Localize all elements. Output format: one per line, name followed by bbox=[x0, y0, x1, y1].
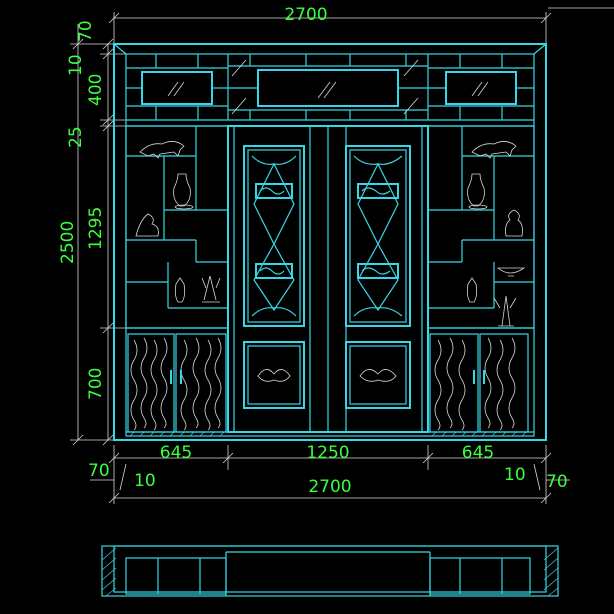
wood-grain bbox=[130, 337, 516, 431]
dim-right-inner-margin: 10 bbox=[504, 465, 526, 485]
right-cabinet-door[interactable] bbox=[429, 333, 479, 433]
vase-ornament-icon bbox=[173, 173, 191, 207]
right-display-shelves bbox=[427, 125, 535, 329]
left-cabinet-door[interactable] bbox=[175, 333, 227, 433]
carved-flower-icon bbox=[359, 369, 397, 382]
tiger-ornament-icon bbox=[139, 141, 185, 159]
dim-height-cabinet: 700 bbox=[86, 368, 106, 400]
carved-panel bbox=[357, 263, 399, 279]
dim-height-top-frame: 70 bbox=[76, 20, 96, 42]
dim-height-display: 1295 bbox=[86, 207, 106, 250]
glass-pane-right bbox=[445, 71, 517, 105]
small-vase-icon bbox=[174, 277, 186, 303]
carved-flower-icon bbox=[257, 369, 291, 382]
dim-right-outer-margin: 70 bbox=[546, 472, 568, 492]
carved-panel bbox=[255, 183, 293, 199]
lower-cabinets bbox=[127, 333, 529, 437]
lamp-ornament-icon bbox=[493, 295, 517, 327]
plan-wall-hatch bbox=[101, 547, 559, 597]
glass-pane-center bbox=[257, 69, 399, 107]
dim-bottom-width: 2700 bbox=[308, 477, 351, 497]
buddha-ornament-icon bbox=[505, 209, 523, 237]
right-cabinet-door[interactable] bbox=[479, 333, 529, 433]
dim-total-height: 2500 bbox=[58, 221, 78, 264]
dim-height-top-gap: 10 bbox=[66, 54, 86, 76]
center-doors bbox=[227, 125, 429, 433]
top-lattice-panel bbox=[126, 54, 534, 120]
small-vase-icon bbox=[466, 277, 478, 303]
bird-ornament-icon bbox=[135, 213, 159, 237]
dim-left-section: 645 bbox=[160, 443, 192, 463]
dim-center-section: 1250 bbox=[306, 443, 349, 463]
bowl-ornament-icon bbox=[496, 267, 526, 277]
carved-panel bbox=[357, 183, 399, 199]
glass-pane-left bbox=[141, 71, 213, 105]
dim-right-section: 645 bbox=[462, 443, 494, 463]
dimension-lines bbox=[70, 7, 614, 504]
plan-view bbox=[101, 545, 559, 597]
tiger-ornament-icon bbox=[471, 141, 517, 159]
vase-ornament-icon bbox=[467, 173, 485, 207]
dim-top-width: 2700 bbox=[284, 5, 327, 25]
decorative-objects bbox=[135, 141, 526, 327]
left-cabinet-door[interactable] bbox=[127, 333, 175, 433]
lamp-ornament-icon bbox=[201, 275, 221, 303]
dimension-labels: 2700 2700 645 1250 645 70 10 10 70 70 10… bbox=[58, 5, 568, 497]
left-display-shelves bbox=[125, 125, 229, 329]
dim-left-inner-margin: 10 bbox=[134, 471, 156, 491]
dim-height-upper-panel: 400 bbox=[86, 74, 106, 106]
carved-panel bbox=[255, 263, 293, 279]
dim-left-outer-margin: 70 bbox=[88, 461, 110, 481]
right-door[interactable] bbox=[345, 145, 411, 409]
dim-height-divider: 25 bbox=[66, 126, 86, 148]
left-door[interactable] bbox=[243, 145, 305, 409]
